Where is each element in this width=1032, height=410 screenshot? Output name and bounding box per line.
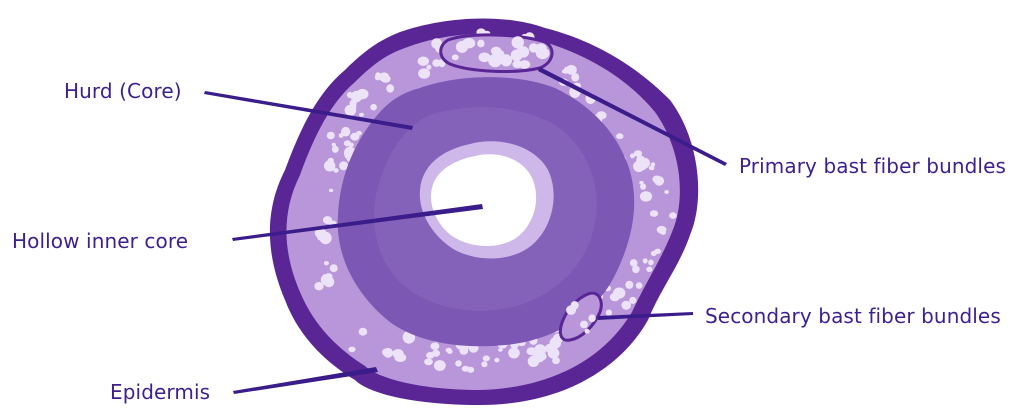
fiber-cell <box>430 343 439 350</box>
fiber-cell <box>481 361 487 367</box>
fiber-cell <box>639 158 650 169</box>
fiber-cell <box>648 260 654 266</box>
fiber-cell <box>606 310 612 316</box>
fiber-cell <box>479 53 491 63</box>
fiber-cell <box>350 133 359 141</box>
fiber-cell <box>512 36 524 48</box>
label-hollow-inner-core: Hollow inner core <box>12 229 188 253</box>
fiber-cell <box>370 104 377 111</box>
fiber-cell <box>329 189 333 192</box>
fiber-cell <box>630 153 635 158</box>
fiber-cell <box>347 92 353 98</box>
fiber-cell <box>422 69 427 74</box>
fiber-cell <box>441 362 446 367</box>
fiber-cell <box>650 210 658 217</box>
fiber-cell <box>333 168 338 173</box>
fiber-cell <box>569 309 573 313</box>
fiber-cell <box>639 181 643 185</box>
fiber-cell <box>330 264 338 272</box>
fiber-cell <box>446 348 452 353</box>
fiber-cell <box>455 360 462 366</box>
fiber-cell <box>467 367 474 373</box>
fiber-cell <box>452 54 459 60</box>
fiber-cell <box>643 258 648 263</box>
fiber-cell <box>327 132 335 139</box>
fiber-cell <box>621 301 631 310</box>
fiber-cell <box>527 347 537 355</box>
fiber-cell <box>640 191 652 201</box>
fiber-cell <box>627 282 634 287</box>
fiber-cell <box>528 356 540 367</box>
fiber-cell <box>490 55 502 64</box>
fiber-cell <box>616 133 623 139</box>
label-secondary-bast-fiber-bundles: Secondary bast fiber bundles <box>705 304 1001 328</box>
fiber-cell <box>314 282 323 290</box>
fiber-cell <box>636 282 643 289</box>
fiber-cell <box>359 113 364 117</box>
fiber-cell <box>630 259 638 267</box>
fiber-cell <box>424 358 433 365</box>
fiber-cell <box>548 348 560 359</box>
fiber-cell <box>426 65 431 70</box>
fiber-cell <box>629 297 636 304</box>
fiber-cell <box>529 43 539 52</box>
fiber-cell <box>383 348 393 358</box>
fiber-cell <box>356 89 368 99</box>
fiber-cell <box>508 348 520 359</box>
fiber-cell <box>348 143 354 148</box>
stem-cross-section <box>270 18 698 405</box>
fiber-cell <box>571 73 579 82</box>
fiber-cell <box>588 314 595 322</box>
fiber-cell <box>498 348 503 352</box>
fiber-cell <box>654 176 664 186</box>
fiber-cell <box>654 249 661 254</box>
fiber-cell <box>669 212 677 219</box>
fiber-cell <box>394 353 406 362</box>
fiber-cell <box>332 146 339 153</box>
fiber-cell <box>328 158 334 163</box>
fiber-cell <box>477 40 484 48</box>
fiber-cell <box>520 61 527 68</box>
fiber-cell <box>418 57 429 66</box>
fiber-cell <box>456 41 468 53</box>
label-primary-bast-fiber-bundles: Primary bast fiber bundles <box>739 154 1006 178</box>
fiber-cell <box>562 70 567 74</box>
fiber-cell <box>324 261 329 265</box>
fiber-cell <box>348 347 355 353</box>
fiber-cell <box>613 288 625 299</box>
fiber-cell <box>664 190 669 194</box>
fiber-cell <box>324 277 335 288</box>
fiber-cell <box>660 231 666 235</box>
fiber-cell <box>491 47 502 56</box>
fiber-cell <box>580 321 588 329</box>
label-hurd-core: Hurd (Core) <box>64 79 182 103</box>
fiber-cell <box>649 166 655 171</box>
fiber-cell <box>494 358 499 363</box>
fiber-cell <box>379 72 390 81</box>
label-epidermis: Epidermis <box>110 380 210 404</box>
fiber-cell <box>386 84 394 92</box>
fiber-cell <box>571 301 579 309</box>
fiber-cell <box>359 328 368 336</box>
fiber-cell <box>646 267 652 273</box>
fiber-cell <box>341 127 350 137</box>
fiber-cell <box>585 329 590 334</box>
fiber-cell <box>483 355 490 361</box>
fiber-cell <box>426 352 434 359</box>
